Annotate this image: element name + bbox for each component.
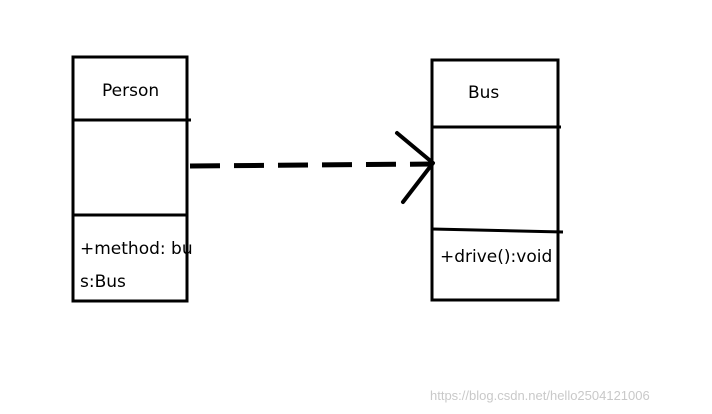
bus-class-name: Bus — [468, 83, 499, 103]
open-arrowhead-icon — [395, 131, 435, 204]
bus-attributes-divider — [431, 227, 564, 234]
dependency-arrow — [189, 131, 435, 204]
bus-class-border — [430, 58, 560, 302]
bus-class-box: Bus +drive():void — [430, 58, 564, 302]
dependency-dashed-line — [189, 161, 434, 169]
person-operation-line1: +method: bu — [80, 239, 193, 259]
person-class-name: Person — [102, 81, 159, 101]
source-watermark: https://blog.csdn.net/hello2504121006 — [430, 388, 650, 403]
bus-operation: +drive():void — [440, 247, 552, 267]
person-class-box: Person +method: bu s:Bus — [71, 55, 193, 303]
person-operation-line2: s:Bus — [80, 272, 126, 292]
person-class-border — [71, 55, 189, 303]
